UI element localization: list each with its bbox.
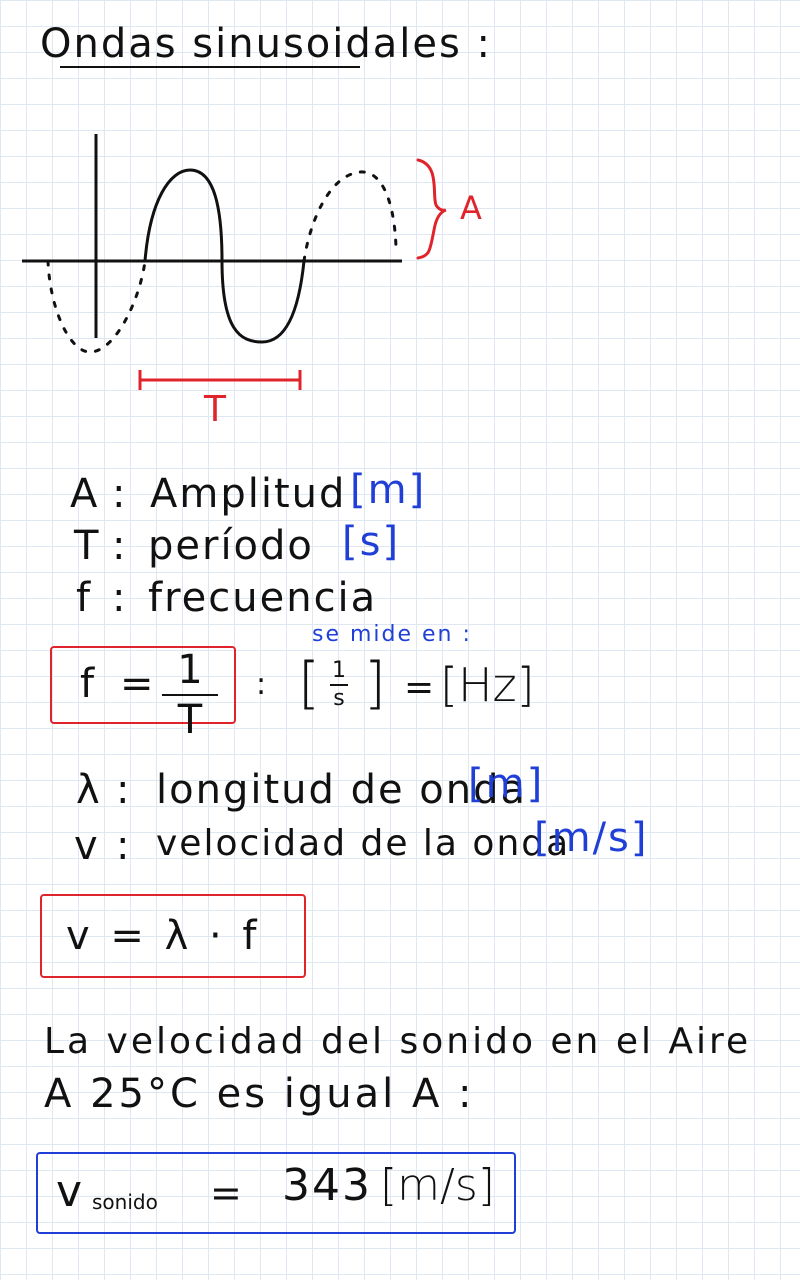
title-underline (60, 66, 360, 68)
fraction-numerator: 1 (177, 647, 203, 693)
def-wavelength-name: longitud de onda (156, 767, 528, 813)
solid-wave (143, 168, 306, 344)
sound-formula-equals: = (210, 1171, 242, 1215)
fraction-denominator: T (177, 697, 203, 743)
def-velocity-symbol: v (74, 823, 100, 869)
def-velocity-sep: : (116, 823, 132, 869)
sound-formula-unit: [m/s] (380, 1160, 495, 1211)
period-label: T (204, 389, 226, 430)
def-velocity-unit: [m/s] (534, 815, 649, 861)
frequency-formula-lhs: f (80, 661, 95, 707)
def-period-sep: : (112, 523, 128, 569)
amplitude-label: A (460, 189, 482, 227)
amplitude-brace (416, 158, 447, 260)
sound-formula-subscript: sonido (92, 1190, 158, 1214)
measured-in-note: se mide en : (312, 622, 472, 647)
sound-sentence-line1: La velocidad del sonido en el Aire (44, 1021, 752, 1062)
def-wavelength-sep: : (116, 767, 132, 813)
unit-fraction-den: s (333, 686, 345, 711)
sound-sentence-line2: A 25°C es igual A : (44, 1071, 475, 1117)
def-frequency-symbol: f (76, 575, 93, 621)
def-wavelength-symbol: λ (76, 767, 102, 813)
def-period-name: período (148, 523, 314, 569)
velocity-formula-box (40, 894, 306, 978)
unit-fraction-bar (330, 684, 348, 686)
def-wavelength-unit: [m] (468, 761, 545, 807)
frequency-formula-box (50, 646, 236, 724)
def-amplitude-symbol: A (70, 471, 100, 517)
unit-fraction: 1 s (330, 660, 348, 710)
unit-equals: = (404, 667, 435, 708)
dashed-wave-right (302, 170, 398, 263)
page-title: Ondas sinusoidales : (40, 21, 493, 67)
def-amplitude-name: Amplitud (150, 471, 347, 517)
dashed-wave-left (46, 259, 147, 354)
frequency-formula-equals: = (120, 661, 154, 707)
def-amplitude-sep: : (112, 471, 128, 517)
def-period-symbol: T (74, 523, 101, 569)
unit-left-bracket: [ (298, 651, 320, 716)
unit-fraction-num: 1 (332, 658, 346, 683)
def-frequency-name: frecuencia (148, 575, 378, 621)
def-period-unit: [s] (342, 519, 401, 565)
frequency-formula-fraction: 1 T (162, 648, 218, 742)
sound-formula-box (36, 1152, 516, 1234)
unit-right-bracket: ] (364, 651, 386, 716)
fraction-bar (162, 694, 218, 696)
sound-formula-value: 343 (282, 1160, 372, 1211)
def-amplitude-unit: [m] (350, 467, 427, 513)
def-frequency-sep: : (112, 575, 128, 621)
unit-hz: [Hz] (440, 658, 535, 712)
def-velocity-name: velocidad de la onda (156, 823, 571, 864)
sine-wave-graph (22, 134, 447, 390)
velocity-formula: v = λ · f (66, 913, 261, 959)
sound-formula-symbol: v (56, 1166, 83, 1217)
frequency-colon: : (256, 667, 267, 702)
